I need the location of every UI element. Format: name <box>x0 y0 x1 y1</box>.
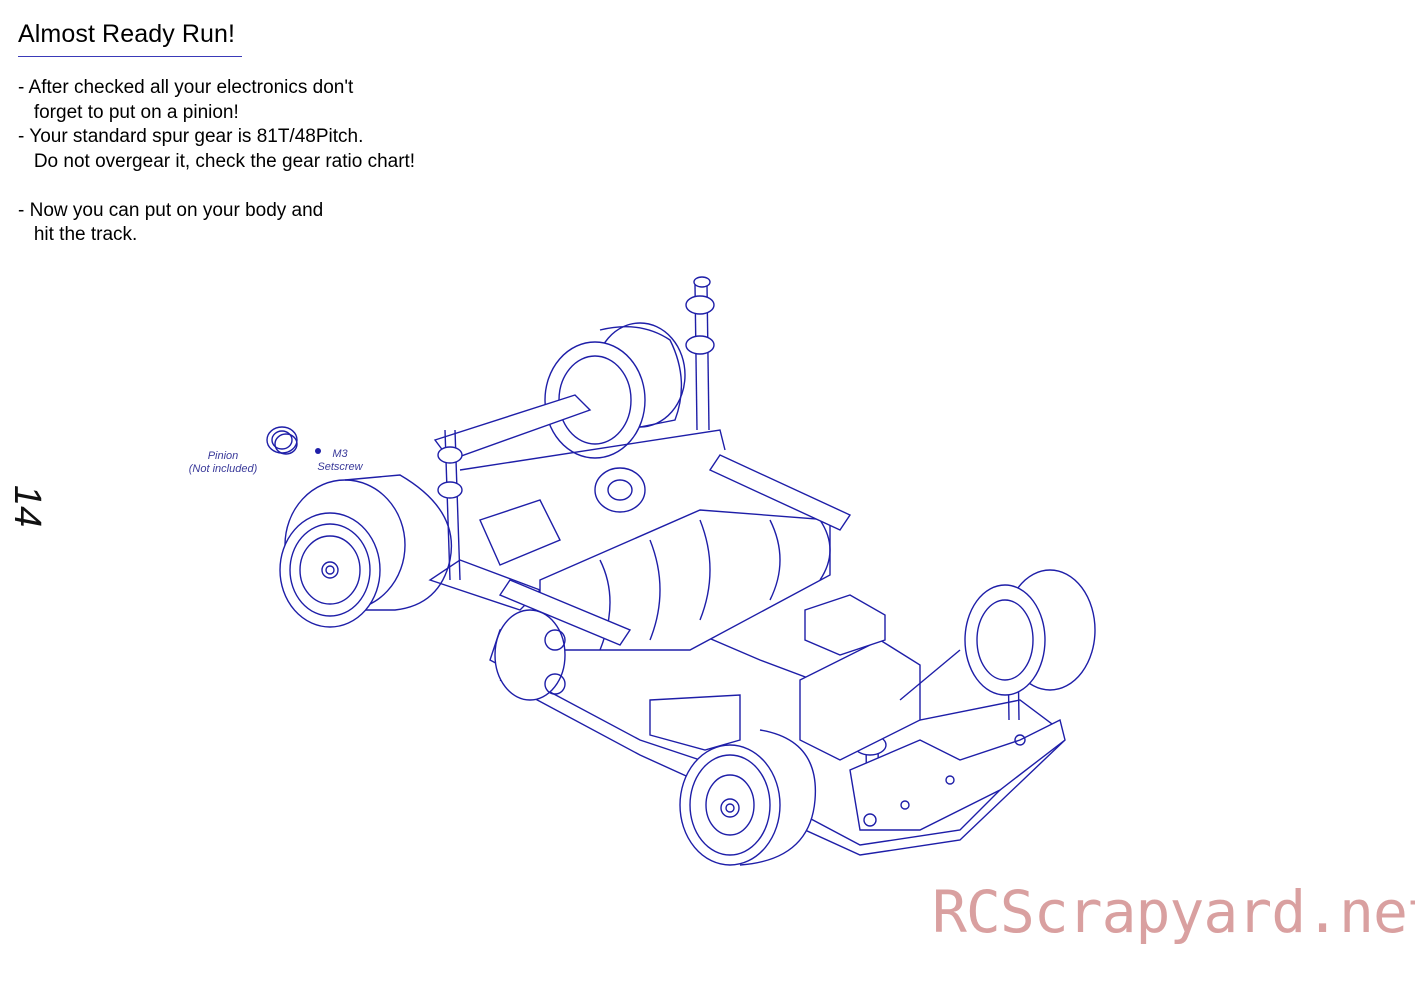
title-underline <box>18 56 242 57</box>
pinion-callout: Pinion (Not included) <box>178 450 268 476</box>
page-title: Almost Ready Run! <box>18 20 236 48</box>
setscrew-size-label: M3 <box>332 448 348 460</box>
instruction-line: forget to put on a pinion! <box>18 101 239 123</box>
rear-right-wheel <box>544 322 686 459</box>
front-suspension-plate <box>849 718 1066 831</box>
pinion-note: (Not included) <box>188 463 258 475</box>
instruction-line: - Now you can put on your body and <box>18 199 324 221</box>
instructions-text: - After checked all your electronics don… <box>18 76 415 248</box>
instruction-line: - After checked all your electronics don… <box>18 77 354 98</box>
rear-left-wheel <box>279 474 453 628</box>
servo-assembly <box>649 594 961 761</box>
instruction-line: hit the track. <box>18 224 138 245</box>
battery-pack <box>494 509 831 701</box>
instruction-line: - Your standard spur gear is 81T/48Pitch… <box>18 126 364 147</box>
motor-assembly <box>479 467 646 566</box>
front-right-wheel <box>964 569 1096 696</box>
pinion-label: Pinion <box>207 450 239 462</box>
front-left-wheel <box>679 729 817 866</box>
top-brackets <box>433 394 852 646</box>
watermark: RCScrapyard.net <box>932 878 1415 946</box>
setscrew-callout: M3 Setscrew <box>310 448 370 474</box>
instruction-line: Do not overgear it, check the gear ratio… <box>18 150 416 172</box>
setscrew-label: Setscrew <box>317 461 363 473</box>
pinion-gear-illustration <box>266 426 321 455</box>
